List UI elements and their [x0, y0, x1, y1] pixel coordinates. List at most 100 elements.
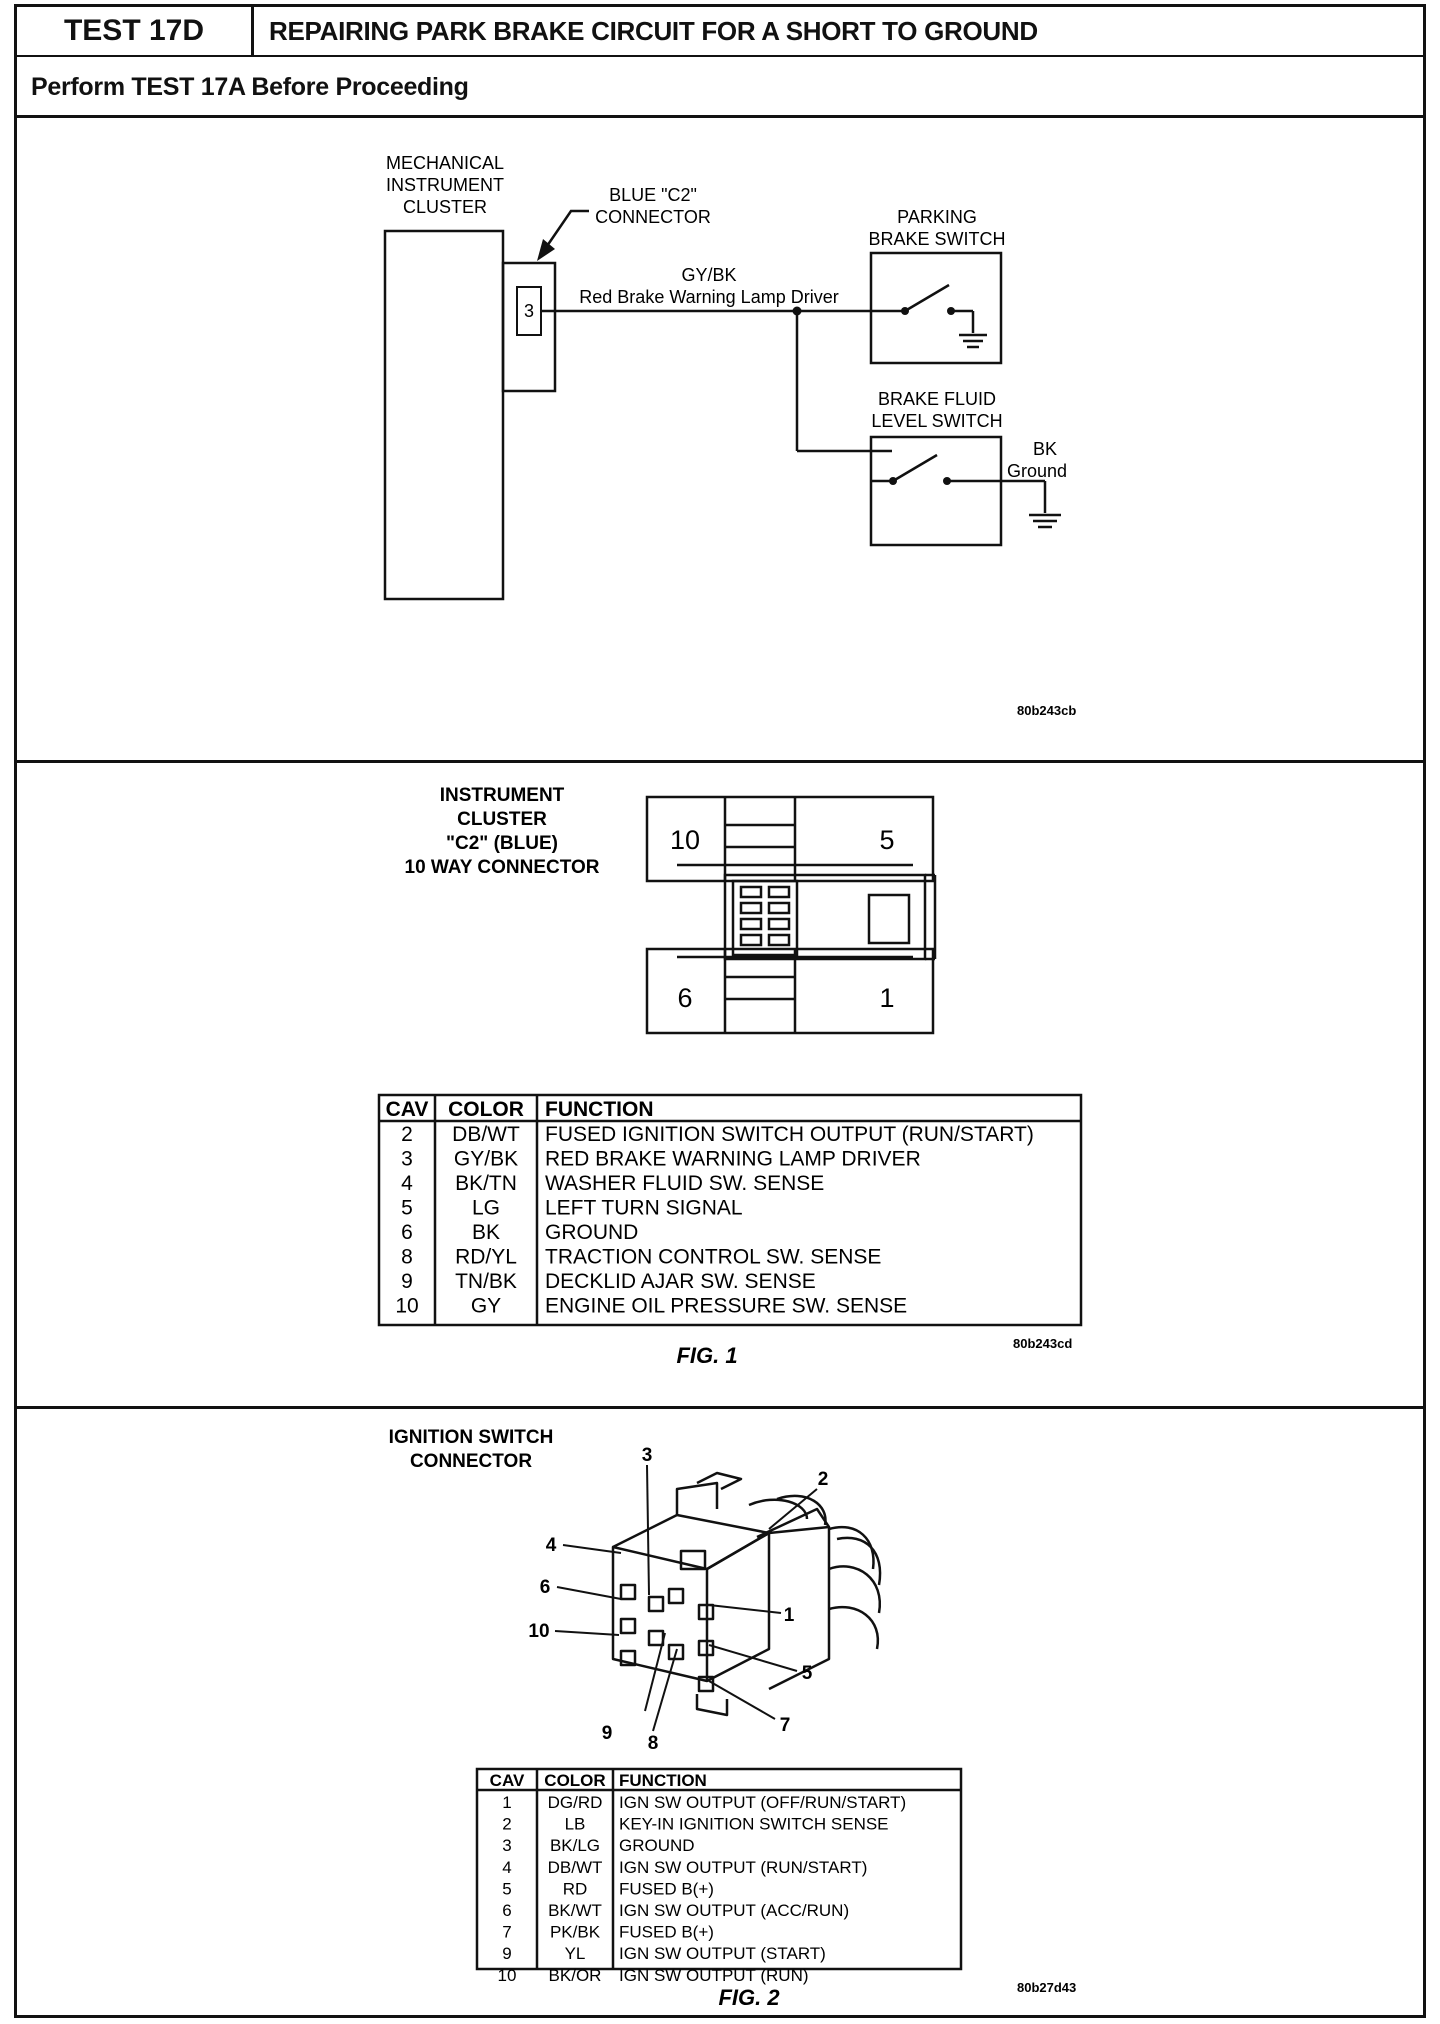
- connector-label-1: BLUE "C2": [609, 185, 697, 205]
- color-cell: LB: [565, 1815, 586, 1834]
- cav-cell: 9: [401, 1270, 413, 1293]
- callout-7: 7: [780, 1715, 791, 1736]
- header-row: TEST 17D REPAIRING PARK BRAKE CIRCUIT FO…: [17, 7, 1423, 57]
- callout-9: 9: [602, 1723, 613, 1744]
- ignition-pinout-table: CAV COLOR FUNCTION 1 DG/RD IGN SW OUTPUT (…: [475, 1767, 963, 1985]
- callout-4: 4: [546, 1535, 557, 1556]
- cluster-label-2: INSTRUMENT: [386, 175, 504, 195]
- schematic-panel: MECHANICAL INSTRUMENT CLUSTER BLUE "C2" …: [17, 115, 1423, 763]
- c2-title-4: 10 WAY CONNECTOR: [405, 857, 600, 878]
- cav-cell: 3: [502, 1836, 511, 1855]
- wiring-schematic: MECHANICAL INSTRUMENT CLUSTER BLUE "C2" …: [383, 153, 1076, 718]
- parking-switch-label-1: PARKING: [897, 207, 977, 227]
- col-header-color: COLOR: [448, 1098, 524, 1121]
- cav-cell: 7: [502, 1923, 511, 1942]
- fluid-switch-label-1: BRAKE FLUID: [878, 389, 996, 409]
- function-cell: RED BRAKE WARNING LAMP DRIVER: [545, 1148, 921, 1171]
- c2-connector-drawing: [645, 795, 937, 1035]
- fig2-drawing: IGNITION SWITCH CONNECTOR: [389, 1427, 1077, 2010]
- callout-6: 6: [540, 1577, 551, 1598]
- color-cell: DB/WT: [548, 1858, 603, 1877]
- function-cell: DECKLID AJAR SW. SENSE: [545, 1270, 816, 1293]
- connector-pointer-arrow: [537, 209, 589, 261]
- cav-cell: 8: [401, 1246, 413, 1269]
- function-cell: IGN SW OUTPUT (RUN/START): [619, 1858, 867, 1877]
- c2-title-3: "C2" (BLUE): [446, 833, 558, 854]
- fig1-caption: FIG. 1: [676, 1343, 737, 1368]
- color-cell: LG: [472, 1197, 500, 1220]
- callout-leaders: [554, 1464, 818, 1732]
- callout-3: 3: [642, 1445, 653, 1466]
- cav-cell: 1: [502, 1793, 511, 1812]
- cav-cell: 2: [502, 1815, 511, 1834]
- schematic-ref-code: 80b243cb: [1017, 703, 1076, 718]
- ignition-connector-drawing: [611, 1471, 882, 1717]
- c2-connector-body: [501, 261, 557, 393]
- cav-cell: 6: [401, 1221, 413, 1244]
- fig2-caption: FIG. 2: [718, 1985, 780, 2010]
- col-header-cav: CAV: [386, 1098, 429, 1121]
- ground-label: Ground: [1007, 461, 1067, 481]
- callout-8: 8: [648, 1733, 659, 1754]
- color-cell: YL: [565, 1944, 586, 1963]
- function-cell: IGN SW OUTPUT (START): [619, 1944, 826, 1963]
- cavity-1-label: 1: [879, 983, 894, 1013]
- cav-cell: 9: [502, 1944, 511, 1963]
- color-cell: DB/WT: [452, 1123, 520, 1146]
- test-number: TEST 17D: [17, 7, 254, 55]
- color-cell: GY/BK: [454, 1148, 518, 1171]
- test-title: REPAIRING PARK BRAKE CIRCUIT FOR A SHORT…: [269, 15, 1038, 46]
- function-cell: FUSED B(+): [619, 1879, 714, 1898]
- color-cell: PK/BK: [550, 1923, 601, 1942]
- cav-cell: 5: [502, 1879, 511, 1898]
- callout-10: 10: [528, 1621, 549, 1642]
- fig1-panel: INSTRUMENT CLUSTER "C2" (BLUE) 10 WAY CO…: [17, 763, 1423, 1409]
- parking-switch-label-2: BRAKE SWITCH: [868, 229, 1005, 249]
- cav-cell: 6: [502, 1901, 511, 1920]
- cavity-6-label: 6: [677, 983, 692, 1013]
- color-cell: BK/WT: [548, 1901, 602, 1920]
- cav-cell: 3: [401, 1148, 413, 1171]
- instrument-cluster-box: [383, 229, 505, 601]
- cav-cell: 10: [498, 1966, 517, 1985]
- function-cell: FUSED B(+): [619, 1923, 714, 1942]
- function-cell: LEFT TURN SIGNAL: [545, 1197, 743, 1220]
- fig1-ref-code: 80b243cd: [1013, 1336, 1072, 1351]
- function-cell: IGN SW OUTPUT (ACC/RUN): [619, 1901, 849, 1920]
- callout-5: 5: [802, 1663, 813, 1684]
- function-cell: FUSED IGNITION SWITCH OUTPUT (RUN/START): [545, 1123, 1034, 1146]
- prerequisite-note: Perform TEST 17A Before Proceeding: [31, 73, 469, 101]
- ign-col-header-color: COLOR: [544, 1771, 605, 1790]
- wire-color-label: GY/BK: [681, 265, 736, 285]
- fig2-ref-code: 80b27d43: [1017, 1980, 1076, 1995]
- cluster-label-3: CLUSTER: [403, 197, 487, 217]
- callout-2: 2: [818, 1469, 829, 1490]
- color-cell: BK/TN: [455, 1172, 517, 1195]
- service-manual-page: TEST 17D REPAIRING PARK BRAKE CIRCUIT FO…: [14, 4, 1426, 2018]
- brake-fluid-level-switch: [869, 435, 1061, 547]
- ign-col-header-cav: CAV: [490, 1771, 525, 1790]
- function-cell: IGN SW OUTPUT (OFF/RUN/START): [619, 1793, 906, 1812]
- cluster-label-1: MECHANICAL: [386, 153, 504, 173]
- connector-label-2: CONNECTOR: [595, 207, 711, 227]
- parking-brake-switch: [869, 251, 1003, 365]
- ign-title-2: CONNECTOR: [410, 1451, 532, 1472]
- cav-cell: 4: [401, 1172, 413, 1195]
- ign-title-1: IGNITION SWITCH: [389, 1427, 554, 1448]
- color-cell: DG/RD: [548, 1793, 603, 1812]
- color-cell: TN/BK: [455, 1270, 517, 1293]
- pin-3-label: 3: [524, 301, 534, 321]
- fig2-panel: IGNITION SWITCH CONNECTOR: [17, 1409, 1423, 2021]
- function-cell: GROUND: [619, 1836, 695, 1855]
- color-cell: GY: [471, 1295, 501, 1318]
- c2-title-1: INSTRUMENT: [440, 785, 565, 806]
- ign-col-header-function: FUNCTION: [619, 1771, 707, 1790]
- cav-cell: 2: [401, 1123, 413, 1146]
- function-cell: WASHER FLUID SW. SENSE: [545, 1172, 824, 1195]
- cav-cell: 10: [395, 1295, 418, 1318]
- color-cell: RD/YL: [455, 1246, 517, 1269]
- color-cell: BK/OR: [549, 1966, 602, 1985]
- color-cell: BK/LG: [550, 1836, 600, 1855]
- c2-title-2: CLUSTER: [457, 809, 547, 830]
